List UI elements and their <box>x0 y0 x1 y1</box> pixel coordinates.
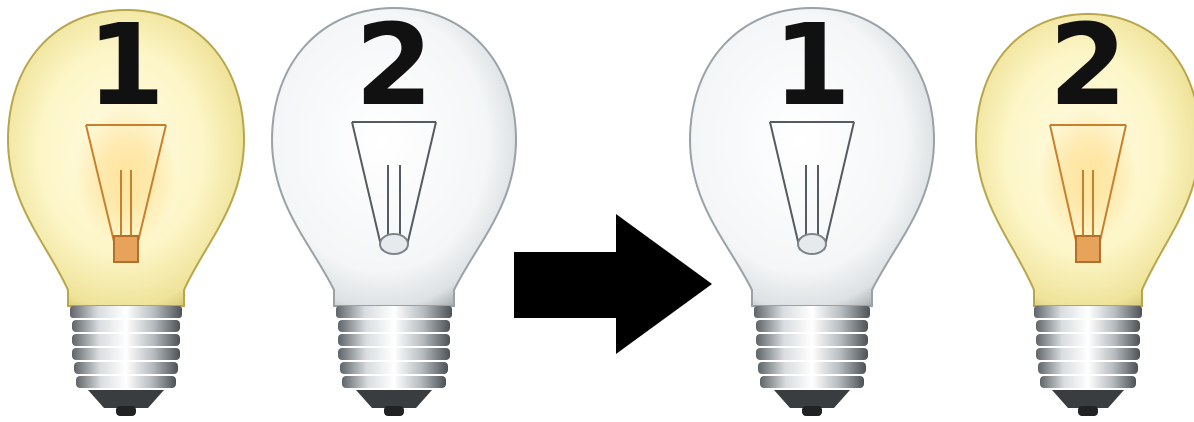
bulb-2-before-unlit: 2 <box>272 1 516 416</box>
bulb-number-label: 1 <box>773 1 851 131</box>
bulb-1-before-lit: 1 <box>8 1 244 416</box>
screw-base <box>754 306 870 416</box>
bulb-number-label: 1 <box>87 1 165 131</box>
bulb-1-after-unlit: 1 <box>690 1 934 416</box>
bulb-2-after-lit: 2 <box>976 1 1194 416</box>
screw-base <box>1034 306 1142 416</box>
screw-base <box>336 306 452 416</box>
bulb-number-label: 2 <box>355 1 433 131</box>
right-arrow-icon <box>514 214 712 354</box>
screw-base <box>70 306 182 416</box>
bulb-number-label: 2 <box>1049 1 1127 131</box>
